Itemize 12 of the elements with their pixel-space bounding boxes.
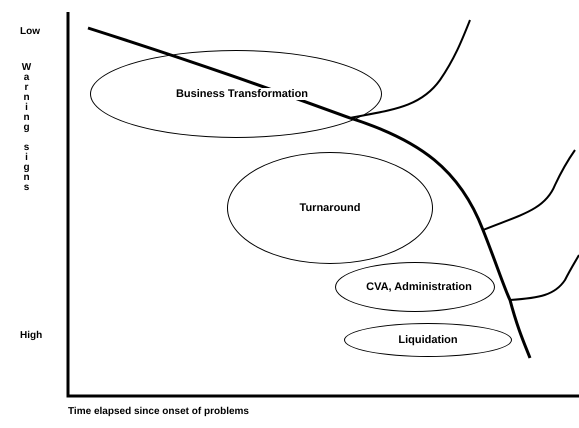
axis-label: High (20, 330, 42, 341)
stage-label: CVA, Administration (365, 281, 473, 293)
ellipse-stage (227, 152, 433, 264)
stage-label: Turnaround (298, 202, 362, 214)
axis-title: Warning signs (20, 62, 32, 192)
stage-label: Liquidation (397, 334, 459, 346)
axis-title: Time elapsed since onset of problems (68, 406, 249, 417)
stage-label: Business Transformation (174, 88, 310, 100)
ellipse-stage (344, 323, 512, 357)
ellipse-stage (335, 262, 495, 312)
axis-label: Low (20, 26, 40, 37)
ellipse-stage (90, 50, 382, 138)
